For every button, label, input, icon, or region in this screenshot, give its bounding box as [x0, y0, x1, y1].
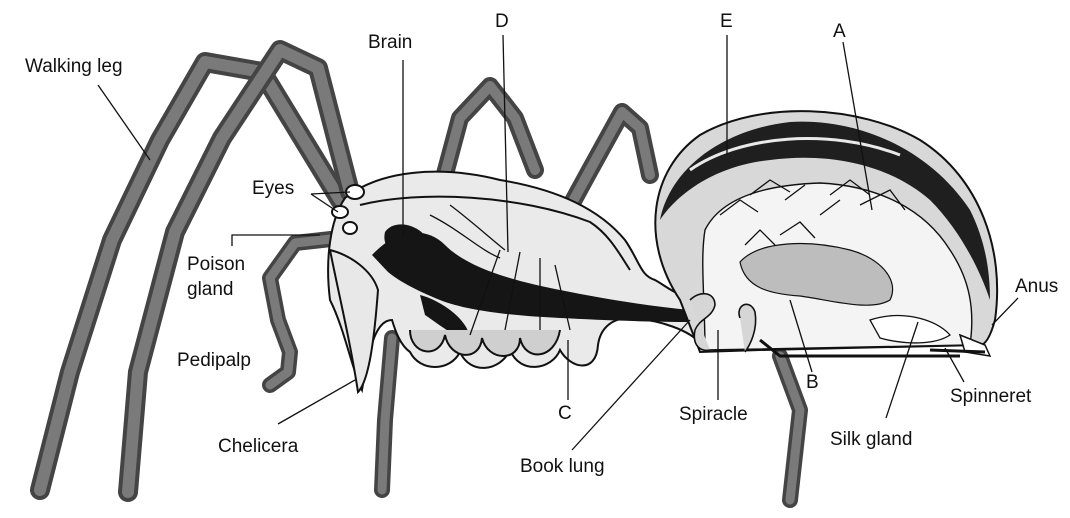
label-spinneret: Spinneret	[950, 386, 1032, 407]
leader-walking-leg	[98, 85, 150, 160]
label-c: C	[558, 403, 572, 424]
label-poison: Poison	[187, 254, 245, 275]
label-gland: gland	[187, 279, 234, 300]
eye	[332, 206, 348, 218]
label-b: B	[806, 372, 819, 393]
abdomen	[655, 111, 997, 356]
label-a: A	[833, 21, 846, 42]
label-silk-gland: Silk gland	[830, 429, 912, 450]
leader-spinneret	[945, 348, 964, 382]
leader-chelicera	[278, 380, 355, 424]
label-book-lung: Book lung	[520, 456, 605, 477]
label-chelicera: Chelicera	[218, 436, 299, 457]
label-pedipalp: Pedipalp	[177, 350, 251, 371]
label-e: E	[720, 11, 733, 32]
label-walking-leg: Walking leg	[25, 56, 123, 77]
label-spiracle: Spiracle	[679, 404, 748, 425]
label-brain: Brain	[368, 32, 412, 53]
eye	[343, 222, 357, 234]
label-eyes: Eyes	[252, 178, 294, 199]
label-d: D	[495, 11, 509, 32]
label-anus: Anus	[1015, 276, 1058, 297]
